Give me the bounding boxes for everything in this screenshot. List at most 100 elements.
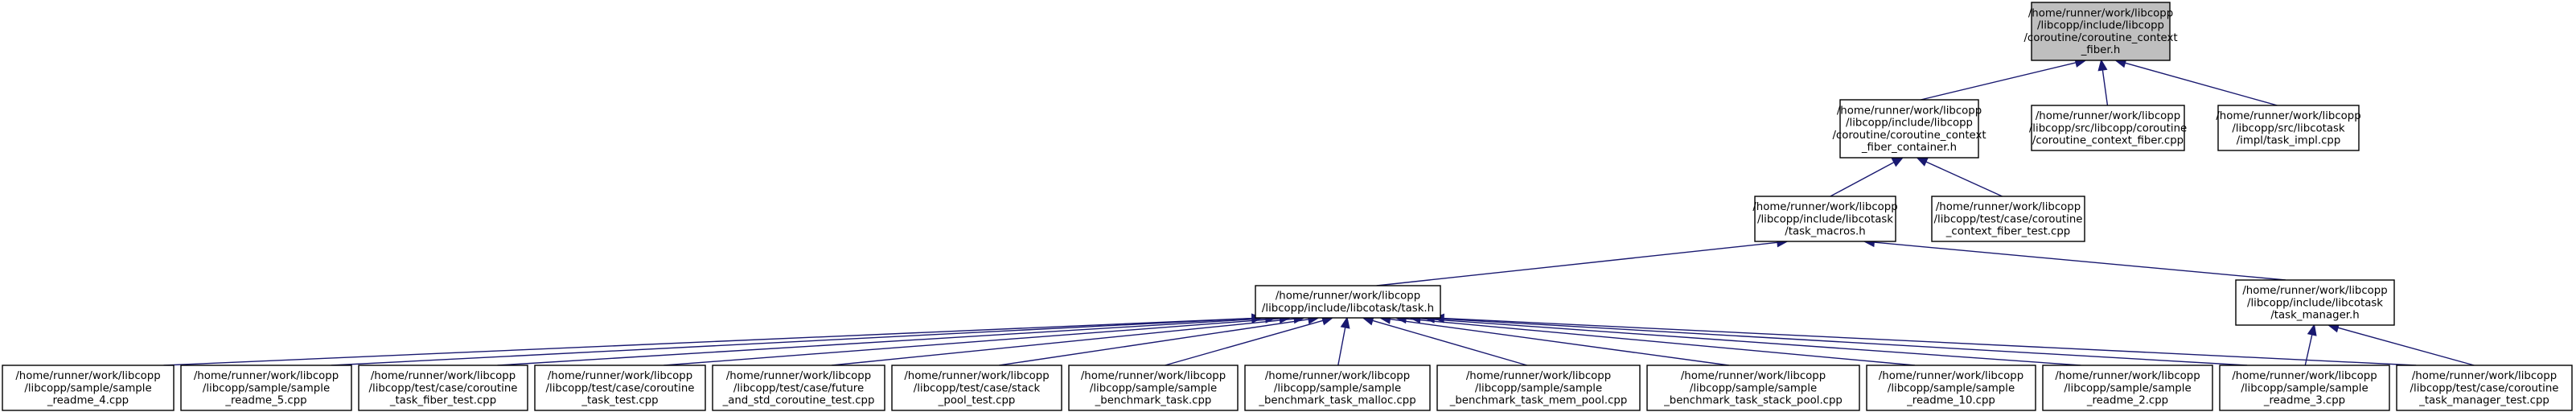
edge-line bbox=[1390, 318, 1729, 366]
node-label-line: _readme_4.cpp bbox=[47, 394, 129, 406]
node-box bbox=[2396, 365, 2573, 411]
node-label-line: _pool_test.cpp bbox=[938, 394, 1016, 406]
file-node[interactable]: /home/runner/work/libcopp/libcopp/sample… bbox=[1436, 365, 1641, 411]
edge-line bbox=[1434, 317, 2248, 366]
node-label-line: _fiber_container.h bbox=[1861, 142, 1957, 154]
dependency-edge bbox=[2114, 58, 2278, 106]
node-label-line: _task_manager_test.cpp bbox=[2418, 394, 2549, 406]
node-label-line: /libcopp/test/case/coroutine bbox=[369, 382, 518, 394]
node-label-line: /home/runner/work/libcopp bbox=[1681, 370, 1826, 382]
file-node[interactable]: /home/runner/work/libcopp/libcopp/includ… bbox=[1752, 196, 1898, 242]
node-label-line: _readme_3.cpp bbox=[2263, 394, 2345, 406]
edge-line bbox=[1165, 319, 1324, 366]
node-label-line: /home/runner/work/libcopp bbox=[194, 370, 339, 382]
edge-line bbox=[1376, 241, 1778, 286]
file-node[interactable]: /home/runner/work/libcopp/libcopp/test/c… bbox=[358, 365, 528, 411]
node-label-line: /home/runner/work/libcopp bbox=[1879, 370, 2023, 382]
node-label-line: /home/runner/work/libcopp bbox=[726, 370, 871, 382]
node-box bbox=[2219, 365, 2390, 411]
node-box bbox=[1244, 365, 1431, 411]
node-label-line: _benchmark_task_mem_pool.cpp bbox=[1449, 394, 1628, 406]
node-label-line: _benchmark_task_malloc.cpp bbox=[1258, 394, 1415, 406]
edge-line bbox=[1921, 62, 2077, 101]
edge-line bbox=[1405, 318, 1916, 366]
file-node[interactable]: /home/runner/work/libcopp/libcopp/src/li… bbox=[2216, 105, 2361, 151]
arrowhead-icon bbox=[1340, 316, 1350, 329]
edge-line bbox=[331, 317, 1253, 366]
dependency-edge bbox=[1863, 237, 2286, 281]
node-label-line: /libcopp/test/case/coroutine bbox=[546, 382, 695, 394]
node-label-line: /home/runner/work/libcopp bbox=[2028, 7, 2173, 19]
node-label-line: /libcopp/include/libcopp bbox=[2037, 20, 2164, 32]
node-label-line: /home/runner/work/libcopp bbox=[904, 370, 1049, 382]
file-node[interactable]: /home/runner/work/libcopp/libcopp/sample… bbox=[2, 365, 175, 411]
node-label-line: /libcopp/include/libcotask/task.h bbox=[1262, 303, 1434, 315]
node-label-line: /libcopp/sample/sample bbox=[1090, 382, 1217, 394]
edge-line bbox=[1925, 161, 2003, 197]
file-node[interactable]: /home/runner/work/libcopp/libcopp/test/c… bbox=[712, 365, 885, 411]
node-label-line: /coroutine_context_fiber.cpp bbox=[2032, 134, 2184, 146]
file-node[interactable]: /home/runner/work/libcopp/libcopp/sample… bbox=[1646, 365, 1860, 411]
dependency-edge bbox=[1378, 314, 1729, 366]
node-label-line: /home/runner/work/libcopp bbox=[1265, 370, 1410, 382]
dependency-edge bbox=[1376, 237, 1789, 286]
node-label-line: /libcopp/test/case/stack bbox=[914, 382, 1041, 394]
file-node[interactable]: /home/runner/work/libcopp/libcopp/test/c… bbox=[891, 365, 1062, 411]
file-node[interactable]: /home/runner/work/libcopp/libcopp/includ… bbox=[1255, 285, 1441, 319]
file-node[interactable]: /home/runner/work/libcopp/libcopp/test/c… bbox=[1931, 196, 2085, 242]
file-node[interactable]: /home/runner/work/libcopp/libcopp/sample… bbox=[1866, 365, 2036, 411]
node-box bbox=[2031, 2, 2171, 61]
file-node[interactable]: /home/runner/work/libcopp/libcopp/sample… bbox=[2219, 365, 2390, 411]
dependency-edge bbox=[331, 313, 1263, 366]
edge-line bbox=[2125, 62, 2278, 106]
dependency-edge bbox=[163, 313, 1263, 366]
node-box bbox=[1931, 196, 2085, 242]
node-label-line: /libcopp/sample/sample bbox=[203, 382, 330, 394]
node-label-line: _readme_10.cpp bbox=[1906, 394, 1995, 406]
node-box bbox=[534, 365, 706, 411]
edge-line bbox=[831, 318, 1295, 366]
file-node[interactable]: /home/runner/work/libcopp/libcopp/test/c… bbox=[2396, 365, 2573, 411]
edge-line bbox=[1372, 319, 1527, 366]
node-label-line: /home/runner/work/libcopp bbox=[15, 370, 160, 382]
node-label-line: _readme_5.cpp bbox=[224, 394, 306, 406]
node-label-line: _fiber.h bbox=[2081, 44, 2121, 56]
edge-line bbox=[1874, 241, 2286, 281]
dependency-edge bbox=[2327, 323, 2475, 366]
node-label-line: /task_manager.h bbox=[2270, 309, 2359, 321]
file-node[interactable]: /home/runner/work/libcopp/libcopp/src/li… bbox=[2029, 105, 2187, 151]
node-box bbox=[1839, 99, 1979, 159]
arrowhead-icon bbox=[2307, 323, 2317, 336]
edge-line bbox=[163, 317, 1253, 366]
node-label-line: /home/runner/work/libcopp bbox=[1276, 290, 1420, 303]
node-label-line: /home/runner/work/libcopp bbox=[2216, 110, 2360, 122]
file-node[interactable]: /home/runner/work/libcopp/libcopp/sample… bbox=[1068, 365, 1239, 411]
file-node[interactable]: /home/runner/work/libcopp/libcopp/test/c… bbox=[534, 365, 706, 411]
node-box bbox=[1255, 285, 1441, 319]
file-node[interactable]: /home/runner/work/libcopp/libcopp/includ… bbox=[1832, 99, 1986, 159]
node-label-line: /libcopp/test/case/future bbox=[733, 382, 864, 394]
node-label-line: /libcopp/sample/sample bbox=[24, 382, 151, 394]
node-box bbox=[891, 365, 1062, 411]
node-label-line: _benchmark_task.cpp bbox=[1095, 394, 1212, 406]
node-label-line: /home/runner/work/libcopp bbox=[1466, 370, 1611, 382]
file-node[interactable]: /home/runner/work/libcopp/libcopp/includ… bbox=[2235, 279, 2395, 326]
node-box bbox=[1646, 365, 1860, 411]
file-node[interactable]: /home/runner/work/libcopp/libcopp/sample… bbox=[2042, 365, 2213, 411]
node-label-line: /home/runner/work/libcopp bbox=[371, 370, 516, 382]
file-node[interactable]: /home/runner/work/libcopp/libcopp/sample… bbox=[180, 365, 352, 411]
node-label-line: /libcopp/sample/sample bbox=[1475, 382, 1602, 394]
node-label-line: /home/runner/work/libcopp bbox=[548, 370, 692, 382]
node-label-line: /home/runner/work/libcopp bbox=[2232, 370, 2377, 382]
node-box bbox=[712, 365, 885, 411]
node-box bbox=[1866, 365, 2036, 411]
node-label-line: _context_fiber_test.cpp bbox=[1945, 225, 2070, 237]
file-node[interactable]: /home/runner/work/libcopp/libcopp/sample… bbox=[1244, 365, 1431, 411]
edge-line bbox=[1443, 317, 2417, 366]
arrowhead-icon bbox=[1916, 157, 1929, 167]
node-label-line: _task_fiber_test.cpp bbox=[389, 394, 496, 406]
node-label-line: /libcopp/sample/sample bbox=[2064, 382, 2191, 394]
arrowhead-icon bbox=[2097, 59, 2108, 72]
focus-file-node: /home/runner/work/libcopp/libcopp/includ… bbox=[2023, 2, 2178, 61]
